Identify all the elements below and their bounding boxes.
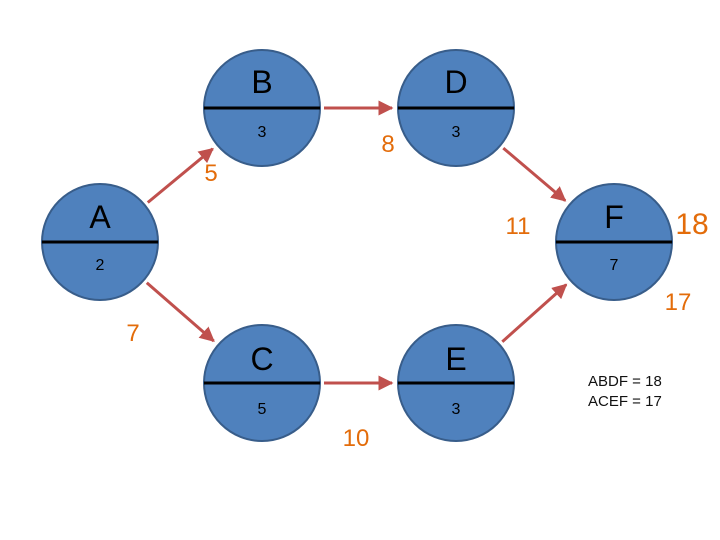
node-a: A 2 bbox=[41, 183, 159, 301]
weight-e: 10 bbox=[343, 425, 370, 452]
weight-f-lower: 17 bbox=[665, 289, 692, 316]
node-f-duration: 7 bbox=[610, 257, 619, 274]
node-b-label: B bbox=[251, 64, 272, 100]
node-e-label: E bbox=[445, 341, 466, 377]
weights: 5 8 11 7 10 17 18 bbox=[126, 131, 708, 452]
summary-abdf: ABDF = 18 bbox=[588, 373, 662, 390]
summary-acef: ACEF = 17 bbox=[588, 393, 662, 410]
weight-d: 8 bbox=[381, 131, 394, 158]
edges bbox=[145, 100, 568, 391]
node-e: E 3 bbox=[397, 324, 515, 442]
node-c-label: C bbox=[250, 341, 273, 377]
node-d-duration: 3 bbox=[452, 124, 461, 141]
weight-f-upper: 11 bbox=[506, 213, 531, 240]
edge-a-b bbox=[146, 147, 214, 204]
weight-b: 5 bbox=[204, 160, 217, 187]
node-a-label: A bbox=[89, 199, 111, 235]
node-b-duration: 3 bbox=[258, 124, 267, 141]
node-e-duration: 3 bbox=[452, 401, 461, 418]
edge-d-f bbox=[502, 146, 567, 202]
node-f-label: F bbox=[604, 199, 624, 235]
path-summary: ABDF = 18 ACEF = 17 bbox=[588, 372, 662, 412]
node-a-duration: 2 bbox=[96, 257, 105, 274]
node-d: D 3 bbox=[397, 49, 515, 167]
weight-c: 7 bbox=[126, 320, 139, 347]
node-c-duration: 5 bbox=[258, 401, 267, 418]
node-d-label: D bbox=[444, 64, 467, 100]
node-f: F 7 bbox=[555, 183, 673, 301]
node-c: C 5 bbox=[203, 324, 321, 442]
edge-a-c bbox=[145, 281, 215, 343]
node-b: B 3 bbox=[203, 49, 321, 167]
edge-e-f bbox=[501, 283, 568, 343]
weight-total: 18 bbox=[675, 208, 708, 241]
